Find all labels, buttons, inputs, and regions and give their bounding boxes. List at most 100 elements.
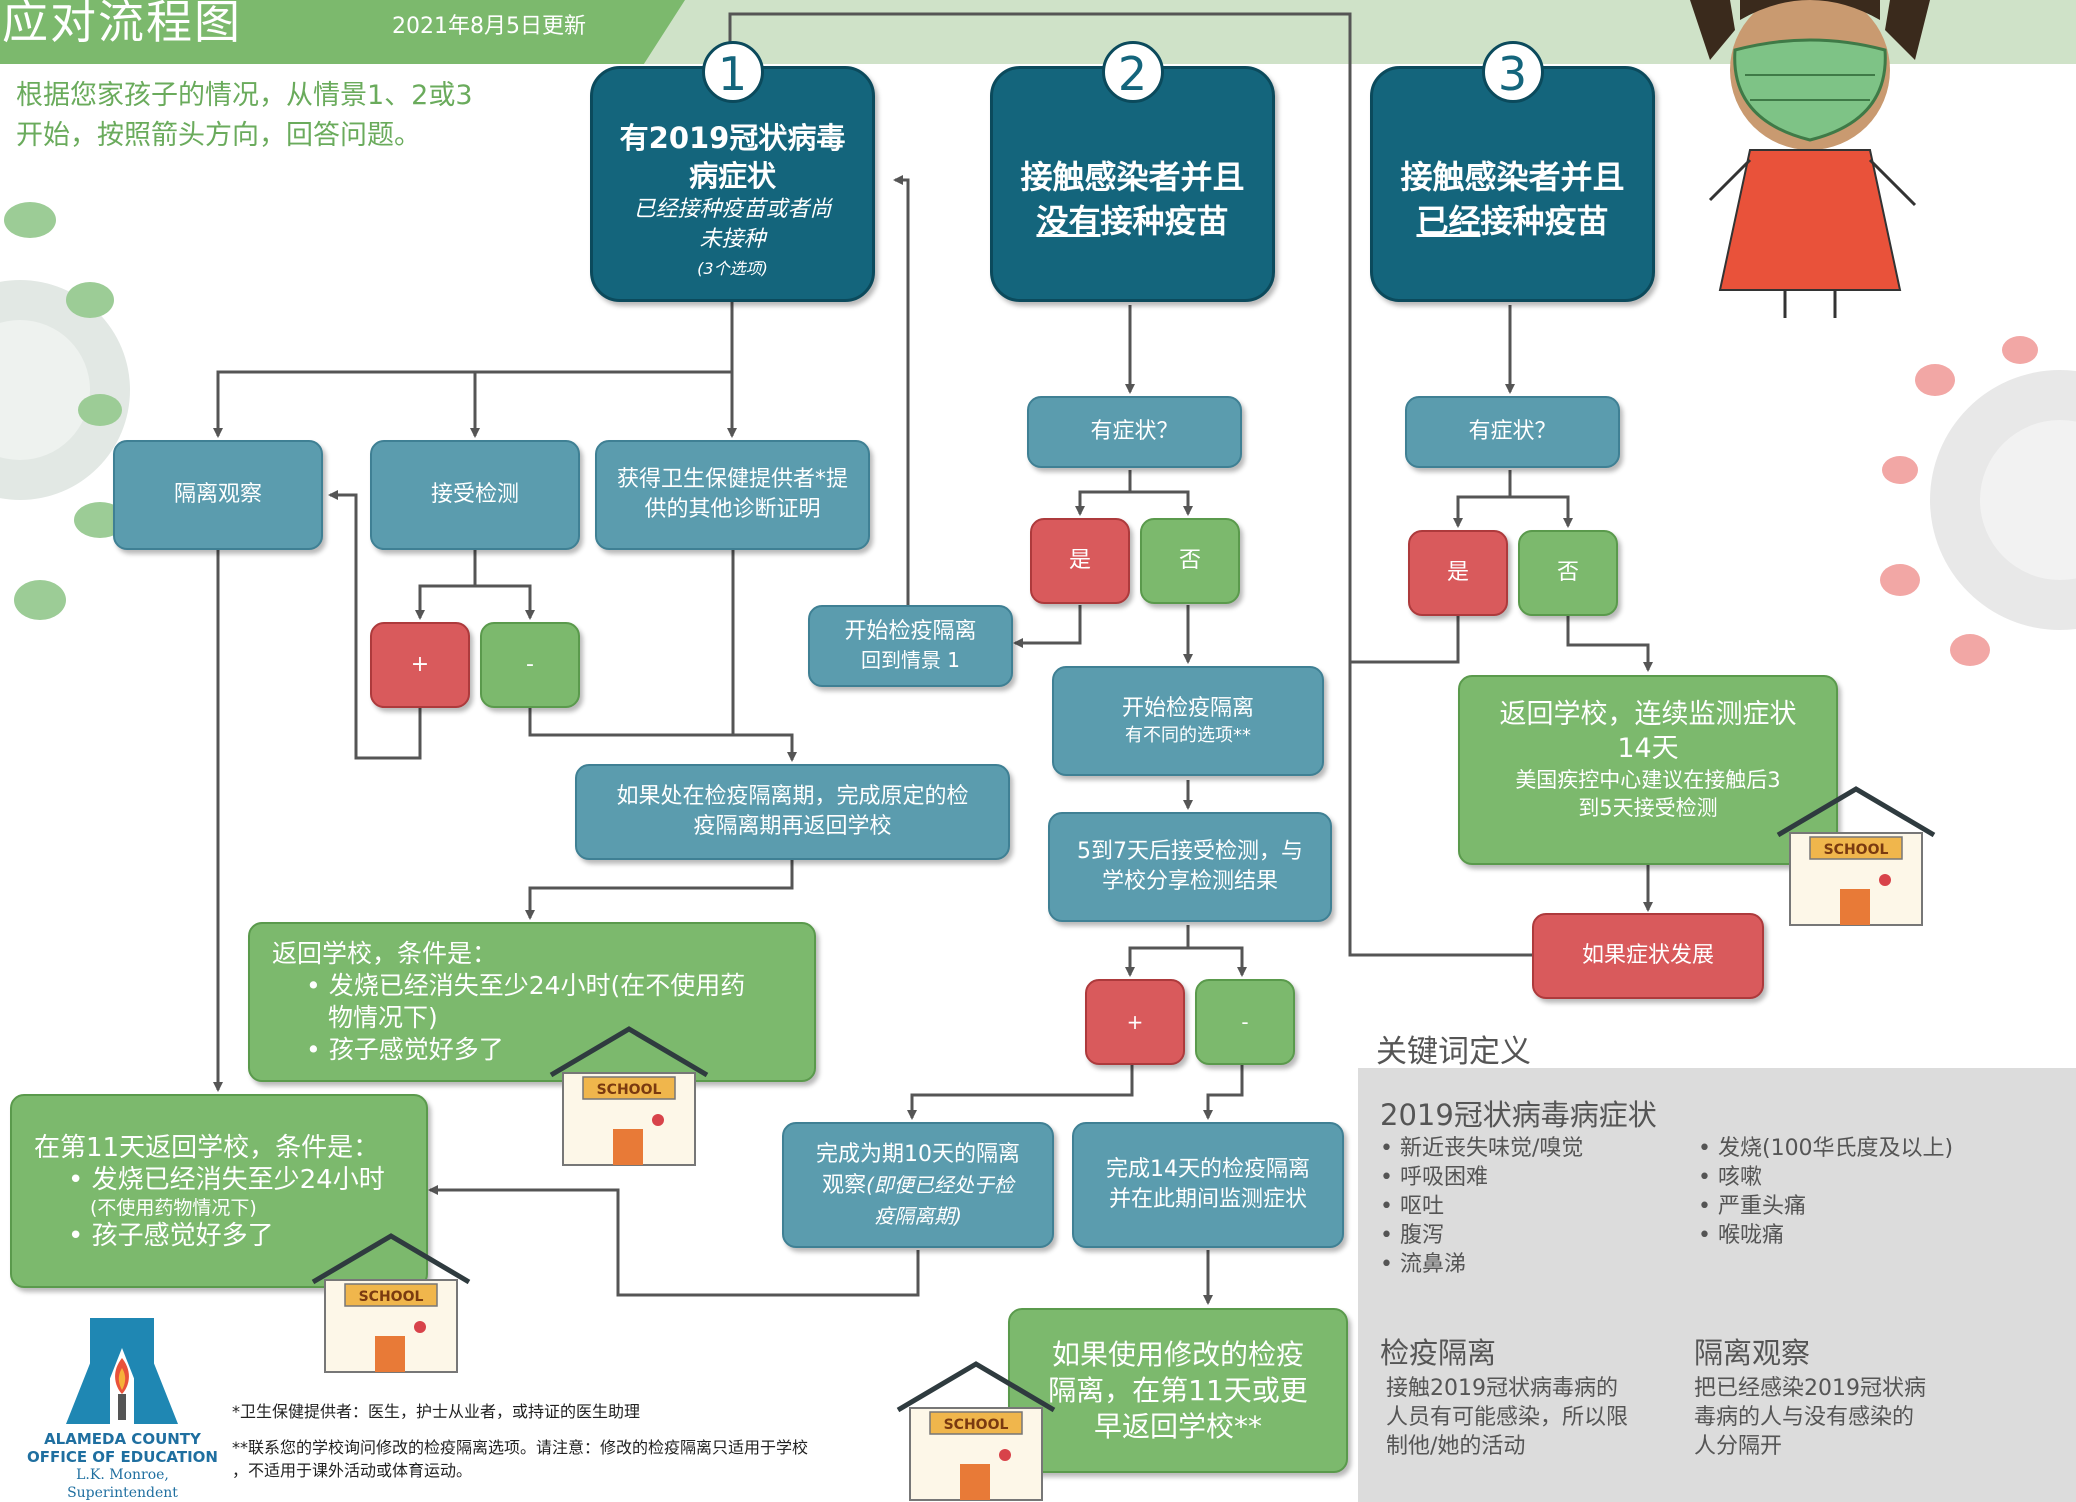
scenario-1-title: 有2019冠状病毒 病症状	[620, 119, 846, 195]
scenario-1-title-line-1: 有2019冠状病毒	[619, 121, 846, 155]
symptoms-title: 2019冠状病毒病症状	[1380, 1098, 1657, 1132]
school-sign-text: SCHOOL	[597, 1082, 662, 1098]
scenario-2-number: 2	[1101, 41, 1164, 103]
fourteen-day-line-1: 完成14天的检疫隔离	[1106, 1157, 1310, 1182]
symptom-text: 呕吐	[1399, 1194, 1444, 1219]
intro-text: 根据您家孩子的情况，从情景1、2或3 开始，按照箭头方向，回答问题。	[16, 76, 473, 156]
footnote-modified: **联系您的学校询问修改的检疫隔离选项。请注意：修改的检疫隔离只适用于学校 ，不…	[232, 1436, 808, 1482]
logo-line-3: L.K. Monroe, Superintendent	[67, 1467, 178, 1501]
other-diagnosis-line-2: 供的其他诊断证明	[644, 497, 821, 522]
school-sign-text: SCHOOL	[944, 1417, 1009, 1433]
scenario-1-number: 1	[701, 41, 764, 103]
return-monitor-box: 返回学校，连续监测症状 14天 美国疾控中心建议在接触后3 到5天接受检测	[1458, 675, 1838, 865]
ten-day-isolation-line-1: 完成为期10天的隔离	[816, 1141, 1020, 1167]
scenario-1-box: 1 有2019冠状病毒 病症状 已经接种疫苗或者尚 未接种 (3个选项)	[590, 41, 875, 302]
page-title: 应对流程图	[2, 0, 242, 49]
symptom-item: • 新近丧失味觉/嗅觉	[1380, 1136, 1584, 1161]
footnote-modified-line-2: ，不适用于课外活动或体育运动。	[232, 1461, 473, 1480]
scenario-1-sub-line-1: 已经接种疫苗或者尚	[633, 197, 832, 222]
symptom-text: 新近丧失味觉/嗅觉	[1399, 1136, 1584, 1161]
day-11-condition-2: • 孩子感觉好多了	[68, 1221, 274, 1251]
symptom-item: • 腹泻	[1380, 1223, 1444, 1248]
ten-day-isolation-line-2: 观察	[822, 1172, 867, 1198]
quarantine-definition-text: 接触2019冠状病毒病的 人员有可能感染，所以限 制他/她的活动	[1386, 1374, 1628, 1461]
fourteen-day-quarantine-box: 完成14天的检疫隔离 并在此期间监测症状	[1072, 1122, 1344, 1248]
symptom-text: 腹泻	[1399, 1223, 1444, 1248]
symptom-text: 严重头痛	[1717, 1194, 1806, 1219]
start-quarantine-back-box: 开始检疫隔离 回到情景 1	[808, 605, 1013, 687]
return-condition-1: • 发烧已经消失至少24小时(在不使用药	[306, 971, 746, 1000]
scenario-3-box: 3 接触感染者并且 已经接种疫苗	[1370, 41, 1655, 302]
symptom-text: 咳嗽	[1717, 1165, 1762, 1190]
girl-with-mask-illustration	[1690, 0, 1930, 318]
modified-quarantine-line-1: 如果使用修改的检疫	[1051, 1337, 1304, 1371]
day-11-condition-1: • 发烧已经消失至少24小时	[68, 1165, 385, 1195]
symptom-item: • 严重头痛	[1698, 1194, 1806, 1219]
scenario-3-yes-box: 是	[1408, 530, 1508, 616]
footnote-provider: *卫生保健提供者：医生，护士从业者，或持证的医生助理	[232, 1402, 641, 1421]
test-after-5-7-days-line-1: 5到7天后接受检测，与	[1077, 839, 1303, 864]
return-monitor-line-3: 美国疾控中心建议在接触后3	[1515, 768, 1781, 792]
symptom-item: • 咳嗽	[1698, 1165, 1762, 1190]
return-monitor-line-2: 14天	[1617, 733, 1679, 764]
scenario-2-yes-box: 是	[1030, 518, 1130, 604]
return-conditions-title: 返回学校，条件是：	[272, 939, 498, 968]
testing-box: 接受检测	[370, 440, 580, 550]
logo-line-1: ALAMEDA COUNTY	[44, 1430, 201, 1448]
symptom-item: • 呕吐	[1380, 1194, 1444, 1219]
scenario-3-symptoms-question: 有症状？	[1405, 396, 1620, 468]
scenario-3-number: 3	[1481, 41, 1544, 103]
alameda-county-logo	[66, 1318, 178, 1424]
start-quarantine-options-line-2: 有不同的选项**	[1125, 725, 1251, 746]
day-11-condition-1-sub: (不使用药物情况下)	[90, 1197, 257, 1219]
isolation-definition-line-2: 毒病的人与没有感染的	[1694, 1405, 1915, 1430]
return-condition-1-line-1: 发烧已经消失至少24小时(在不使用药	[328, 971, 746, 1000]
symptom-text: 呼吸困难	[1399, 1165, 1488, 1190]
complete-quarantine-line-2: 疫隔离期再返回学校	[693, 814, 892, 839]
header-tab	[0, 0, 685, 64]
symptom-item: • 发烧(100华氏度及以上)	[1698, 1136, 1954, 1161]
quarantine-definition-line-1: 接触2019冠状病毒病的	[1386, 1376, 1618, 1401]
start-quarantine-options-line-1: 开始检疫隔离	[1121, 696, 1254, 721]
scenario-2-title-rest: 接种疫苗	[1100, 202, 1229, 240]
complete-quarantine-line-1: 如果处在检疫隔离期，完成原定的检	[616, 784, 969, 809]
logo-text: ALAMEDA COUNTY OFFICE OF EDUCATION L.K. …	[20, 1430, 225, 1502]
symptoms-list-right: • 发烧(100华氏度及以上) • 咳嗽 • 严重头痛 • 喉咙痛	[1698, 1134, 1953, 1250]
scenario-3-title-underlined: 已经	[1416, 202, 1481, 240]
return-conditions-box: 返回学校，条件是： • 发烧已经消失至少24小时(在不使用药 物情况下) • 孩…	[248, 922, 816, 1082]
scenario-2-box: 2 接触感染者并且 没有接种疫苗	[990, 41, 1275, 302]
scenario-2-symptoms-question: 有症状？	[1027, 396, 1242, 468]
test-negative-box: -	[480, 622, 580, 708]
fourteen-day-line-2: 并在此期间监测症状	[1108, 1187, 1307, 1212]
footnote-modified-line-1: **联系您的学校询问修改的检疫隔离选项。请注意：修改的检疫隔离只适用于学校	[232, 1438, 809, 1457]
virus-decoration-left	[0, 202, 130, 620]
start-quarantine-options-box: 开始检疫隔离 有不同的选项**	[1052, 666, 1324, 776]
isolation-definition-text: 把已经感染2019冠状病 毒病的人与没有感染的 人分隔开	[1694, 1374, 1926, 1461]
scenario-1-sub-line-2: 未接种	[699, 227, 766, 252]
school-house-icon: SCHOOL	[896, 1361, 1056, 1501]
day-11-return-title: 在第11天返回学校，条件是：	[34, 1133, 380, 1163]
intro-line-2: 开始，按照箭头方向，回答问题。	[16, 120, 421, 151]
return-monitor-line-1: 返回学校，连续监测症状	[1499, 699, 1797, 730]
modified-quarantine-box: 如果使用修改的检疫 隔离，在第11天或更 早返回学校**	[1008, 1308, 1348, 1473]
other-diagnosis-box: 获得卫生保健提供者*提 供的其他诊断证明	[595, 440, 870, 550]
symptom-item: • 流鼻涕	[1380, 1252, 1466, 1277]
symptoms-list-left: • 新近丧失味觉/嗅觉 • 呼吸困难 • 呕吐 • 腹泻 • 流鼻涕	[1380, 1134, 1583, 1279]
symptom-text: 流鼻涕	[1399, 1252, 1466, 1277]
modified-quarantine-line-2: 隔离，在第11天或更	[1048, 1373, 1308, 1407]
quarantine-definition-title: 检疫隔离	[1380, 1336, 1497, 1370]
return-condition-1-line-2: 物情况下)	[328, 1003, 438, 1032]
return-condition-2: • 孩子感觉好多了	[306, 1035, 504, 1064]
scenario-3-title-line-1: 接触感染者并且	[1400, 158, 1625, 196]
ten-day-isolation-italic-1: (即便已经处于检	[866, 1172, 1014, 1197]
logo-line-2: OFFICE OF EDUCATION	[27, 1448, 218, 1466]
symptom-text: 发烧(100华氏度及以上)	[1717, 1136, 1954, 1161]
scenario-2-title-line-1: 接触感染者并且	[1020, 158, 1245, 196]
test-after-5-7-days-line-2: 学校分享检测结果	[1101, 869, 1278, 894]
other-diagnosis-line-1: 获得卫生保健提供者*提	[616, 467, 848, 492]
virus-decoration-right	[1880, 336, 2076, 666]
isolation-definition-title: 隔离观察	[1694, 1336, 1811, 1370]
isolation-box: 隔离观察	[113, 440, 323, 550]
scenario-3-title-rest: 接种疫苗	[1480, 202, 1609, 240]
start-quarantine-back-line-2: 回到情景 1	[860, 648, 961, 672]
